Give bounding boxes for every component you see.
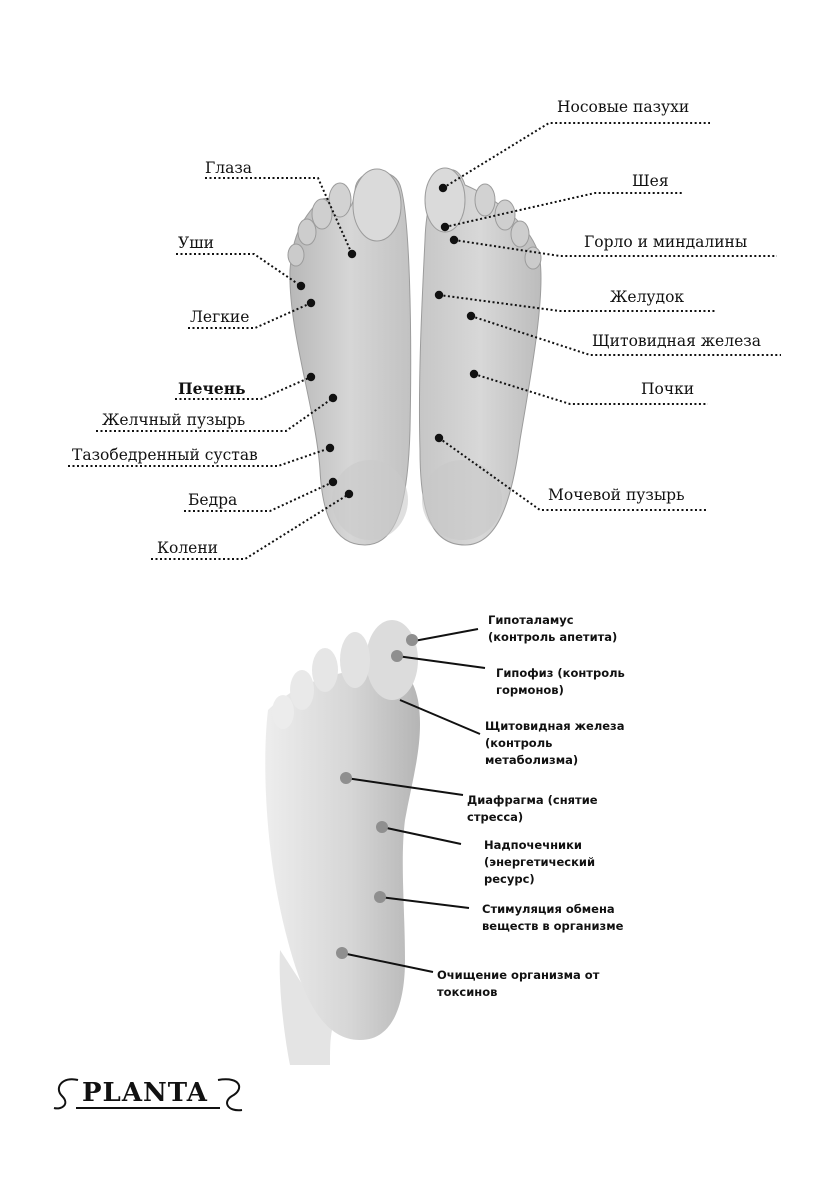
label-adrenals: Надпочечники (энергетический ресурс) <box>484 838 596 886</box>
point-neck <box>440 222 450 232</box>
point-gallbladder <box>328 393 338 403</box>
point-eyes <box>347 249 357 259</box>
point-detox <box>336 947 348 959</box>
point-kidneys <box>469 369 479 379</box>
label-hip-joint: Тазобедренный сустав <box>72 446 258 464</box>
left-leaders <box>68 177 353 560</box>
label-liver: Печень <box>178 379 246 398</box>
point-bladder <box>434 433 444 443</box>
point-lungs <box>306 298 316 308</box>
point-sinuses <box>438 183 448 193</box>
sole-leaders <box>341 628 486 973</box>
point-thighs <box>328 477 338 487</box>
point-hip <box>325 443 335 453</box>
label-diaphragm: Диафрагма (снятие стресса) <box>467 793 598 824</box>
label-kidneys: Почки <box>641 380 695 398</box>
point-liver <box>306 372 316 382</box>
point-stomach <box>434 290 444 300</box>
right-leaders <box>438 122 781 511</box>
label-pituitary: Гипофиз (контроль гормонов) <box>496 666 625 697</box>
logo-frame <box>53 1078 243 1112</box>
label-neck: Шея <box>632 172 669 190</box>
point-throat <box>449 235 459 245</box>
point-adrenals <box>376 821 388 833</box>
point-pituitary <box>391 650 403 662</box>
label-throat-tonsils: Горло и миндалины <box>584 233 748 251</box>
planta-logo: PLANTA <box>52 1074 244 1114</box>
foot-points <box>296 183 479 499</box>
label-knees: Колени <box>157 539 219 557</box>
right-foot <box>418 167 542 546</box>
label-bladder: Мочевой пузырь <box>548 486 685 504</box>
label-sinuses: Носовые пазухи <box>557 98 690 116</box>
left-foot <box>287 168 412 546</box>
point-hypothalamus <box>406 634 418 646</box>
label-thyroid: Щитовидная железа <box>592 332 761 350</box>
label-thighs: Бедра <box>188 491 238 509</box>
label-gallbladder: Желчный пузырь <box>102 411 246 429</box>
logo-text: PLANTA <box>82 1078 208 1108</box>
sole-points <box>336 634 418 959</box>
label-lungs: Легкие <box>190 308 250 326</box>
label-thyroid-sole: Щитовидная железа (контроль метаболизма) <box>485 719 625 767</box>
sole-diagram <box>265 620 486 1065</box>
label-ears: Уши <box>178 234 214 252</box>
point-ears <box>296 281 306 291</box>
point-thyroid <box>466 311 476 321</box>
label-hypothalamus: Гипоталамус (контроль апетита) <box>488 613 618 644</box>
point-diaphragm <box>340 772 352 784</box>
label-metabolism: Стимуляция обмена веществ в организме <box>482 902 624 933</box>
point-metabolism <box>374 891 386 903</box>
label-detox: Очищение организма от токсинов <box>437 968 600 999</box>
label-eyes: Глаза <box>205 159 253 177</box>
point-knees <box>344 489 354 499</box>
sole-foot <box>265 620 421 1065</box>
feet-reflexology-diagram <box>68 122 781 560</box>
label-stomach: Желудок <box>610 288 685 306</box>
